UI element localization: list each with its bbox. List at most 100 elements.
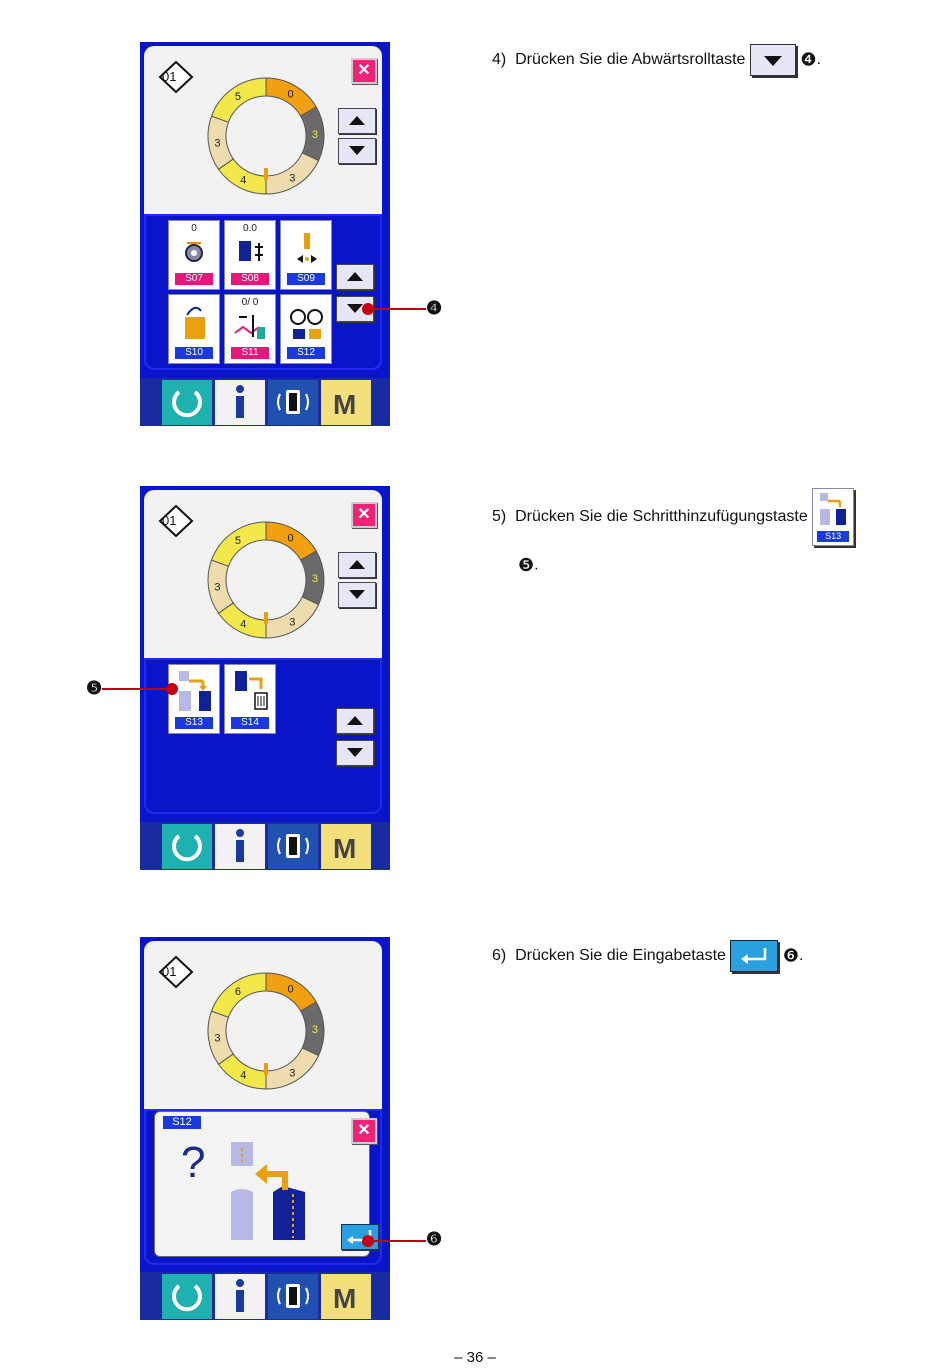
question-mark: ? bbox=[181, 1138, 206, 1187]
ring-segment-label: 3 bbox=[214, 137, 220, 149]
needle-position-icon bbox=[297, 233, 317, 263]
close-button[interactable]: ✕ bbox=[351, 502, 377, 528]
step-5-marker-line: ❺. bbox=[518, 555, 539, 576]
ready-icon bbox=[172, 834, 202, 862]
step-number: 5) bbox=[492, 508, 507, 525]
tile-s08[interactable]: 0.0 S08 bbox=[224, 220, 276, 290]
ring-segment bbox=[207, 559, 234, 614]
needle-marker bbox=[264, 168, 268, 180]
ring-segment-label: 0 bbox=[287, 533, 293, 545]
tile-s14[interactable]: S14 bbox=[224, 664, 276, 734]
ring-segment-label: 3 bbox=[289, 616, 295, 628]
scroll-up-button[interactable] bbox=[338, 108, 376, 134]
mode-button[interactable]: M bbox=[321, 824, 371, 869]
information-button[interactable] bbox=[215, 1274, 265, 1319]
scroll-down-button[interactable] bbox=[338, 138, 376, 164]
svg-text:M: M bbox=[333, 1283, 356, 1314]
mode-icon: M bbox=[333, 1283, 356, 1314]
tile-s11[interactable]: 0/ 0 S11 bbox=[224, 294, 276, 364]
ring-segment-label: 3 bbox=[214, 1032, 220, 1044]
arrow-down-icon bbox=[763, 56, 782, 66]
tile-value: 0 bbox=[191, 223, 197, 234]
ready-button[interactable] bbox=[162, 380, 212, 425]
ring-segment bbox=[207, 115, 234, 170]
callout-leader bbox=[368, 308, 426, 310]
add-step-icon bbox=[231, 1142, 305, 1240]
information-button[interactable] bbox=[215, 380, 265, 425]
delete-step-icon bbox=[235, 671, 268, 710]
svg-text:M: M bbox=[333, 833, 356, 864]
step-number: 4) bbox=[492, 51, 507, 68]
communication-button[interactable] bbox=[268, 1274, 318, 1319]
arrow-down-icon bbox=[349, 590, 365, 599]
communication-button[interactable] bbox=[268, 380, 318, 425]
communication-button[interactable] bbox=[268, 824, 318, 869]
tile-s12[interactable]: S12 bbox=[280, 294, 332, 364]
rollers-icon bbox=[290, 309, 323, 339]
ready-button[interactable] bbox=[162, 824, 212, 869]
tile-s07[interactable]: 0 S07 bbox=[168, 220, 220, 290]
dialog-close-button[interactable]: ✕ bbox=[351, 1118, 377, 1144]
bottom-toolbar: M bbox=[140, 378, 390, 426]
communication-icon bbox=[277, 390, 309, 414]
arrow-up-icon bbox=[347, 272, 363, 281]
ring-segment-label: 5 bbox=[235, 91, 241, 103]
bobbin-icon bbox=[185, 242, 203, 262]
information-button[interactable] bbox=[215, 824, 265, 869]
ring-segment-label: 4 bbox=[240, 174, 246, 186]
step-instruction: Drücken Sie die Schritthinzufügungstaste bbox=[515, 508, 808, 525]
tile-value: 0/ 0 bbox=[241, 297, 259, 308]
mode-icon: M bbox=[333, 833, 356, 864]
scroll-up-button[interactable] bbox=[336, 708, 374, 734]
enter-button-reference bbox=[730, 940, 779, 972]
callout-leader bbox=[102, 688, 168, 690]
ring-segment-label: 3 bbox=[312, 129, 318, 141]
screen-lower-area: S13 S14 bbox=[144, 658, 382, 814]
arrow-down-icon bbox=[347, 748, 363, 757]
step-instruction: Drücken Sie die Eingabetaste bbox=[515, 947, 726, 964]
ring-segment-label: 3 bbox=[214, 581, 220, 593]
tile-s09[interactable]: S09 bbox=[280, 220, 332, 290]
step-end: . bbox=[534, 556, 539, 574]
needle-marker bbox=[264, 1063, 268, 1075]
scroll-up-button[interactable] bbox=[336, 264, 374, 290]
close-button[interactable]: ✕ bbox=[351, 58, 377, 84]
icon-label: S13 bbox=[817, 531, 850, 542]
pattern-number-icon: 01 bbox=[158, 955, 194, 989]
step-number: 6) bbox=[492, 947, 507, 964]
scroll-up-button[interactable] bbox=[338, 552, 376, 578]
ring-segment-label: 3 bbox=[289, 172, 295, 184]
mode-icon: M bbox=[333, 389, 356, 420]
ring-segment-label: 3 bbox=[289, 1067, 295, 1079]
arrow-down-icon bbox=[349, 146, 365, 155]
ring-segment-label: 0 bbox=[287, 89, 293, 101]
mode-button[interactable]: M bbox=[321, 1274, 371, 1319]
pattern-number-icon: 01 bbox=[158, 60, 194, 94]
add-step-button-reference: S13 bbox=[812, 488, 855, 546]
pattern-number: 01 bbox=[162, 69, 176, 84]
step-end: . bbox=[798, 947, 804, 964]
tile-s10[interactable]: S10 bbox=[168, 294, 220, 364]
scroll-down-button[interactable] bbox=[338, 582, 376, 608]
presser-foot-icon bbox=[185, 306, 205, 339]
bottom-toolbar: M bbox=[140, 1272, 390, 1320]
tile-s13[interactable]: S13 bbox=[168, 664, 220, 734]
enter-button[interactable] bbox=[341, 1224, 379, 1250]
arrow-down-icon bbox=[347, 304, 363, 313]
callout-4: ❹ bbox=[426, 298, 443, 318]
mode-button[interactable]: M bbox=[321, 380, 371, 425]
bottom-toolbar: M bbox=[140, 822, 390, 870]
arrow-up-icon bbox=[347, 716, 363, 725]
ready-button[interactable] bbox=[162, 1274, 212, 1319]
ring-segment-label: 5 bbox=[235, 535, 241, 547]
communication-icon bbox=[277, 834, 309, 858]
tile-label: S08 bbox=[231, 273, 269, 285]
screen-upper-area: 01 ✕ 5 0 3 3 4 3 bbox=[144, 46, 382, 214]
tile-label: S13 bbox=[175, 717, 213, 729]
scroll-down-button[interactable] bbox=[336, 740, 374, 766]
